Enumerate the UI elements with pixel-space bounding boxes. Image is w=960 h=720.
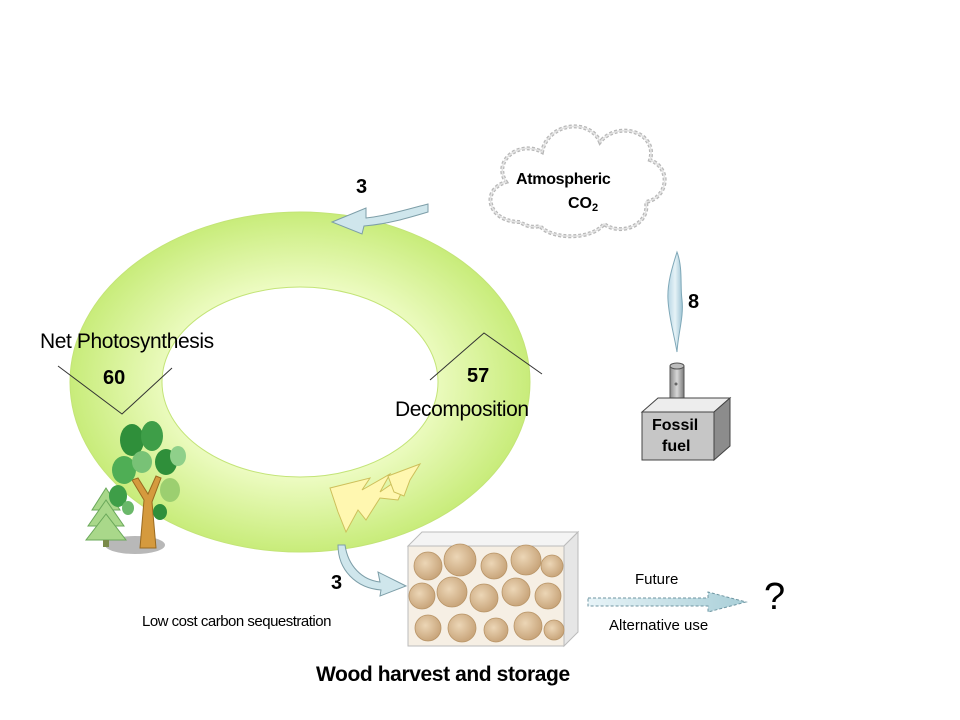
question-mark: ? (764, 576, 786, 618)
decomposition-bracket (429, 332, 543, 381)
decomposition-label: Decomposition (395, 398, 529, 421)
wood-harvest-title: Wood harvest and storage (316, 663, 570, 686)
uptake-value: 3 (356, 176, 368, 198)
sequestration-label: Low cost carbon sequestration (142, 613, 331, 630)
uptake-arrow (330, 203, 429, 235)
alternative-use-label: Alternative use (609, 617, 709, 634)
atmosphere-co2-label: CO2 (568, 196, 598, 214)
future-arrow (587, 591, 748, 613)
fossil-fuel-label-line1: Fossil (652, 417, 699, 434)
atmosphere-cloud (488, 124, 667, 239)
atmosphere-label: Atmospheric (516, 171, 611, 188)
future-label: Future (635, 571, 679, 588)
decomposition-value: 57 (467, 365, 490, 387)
harvest-leaf-arrows (329, 463, 422, 534)
photosynthesis-label: Net Photosynthesis (40, 330, 214, 353)
fossil-fuel-label-line2: fuel (662, 438, 691, 455)
photosynthesis-bracket (57, 365, 173, 415)
trees-illustration (84, 421, 186, 554)
emission-value: 8 (688, 291, 700, 313)
photosynthesis-value: 60 (103, 367, 126, 389)
harvest-value: 3 (331, 572, 343, 594)
co2-text: CO (568, 195, 592, 212)
co2-subscript: 2 (592, 202, 599, 214)
emission-plume (667, 250, 683, 353)
wood-pile (406, 530, 580, 648)
harvest-arrow (337, 544, 408, 597)
fossil-fuel-box (640, 396, 732, 462)
carbon-cycle-ring (69, 211, 531, 553)
